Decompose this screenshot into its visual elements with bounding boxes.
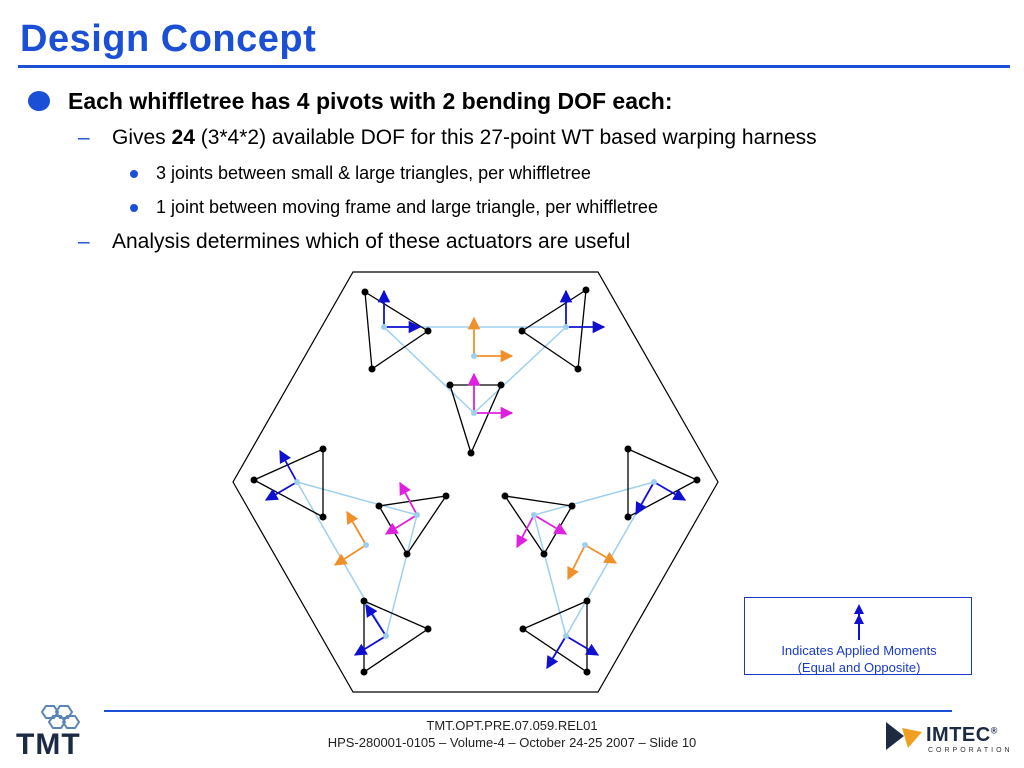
subsub-bullet-frame-text: 1 joint between moving frame and large t… <box>156 197 658 217</box>
legend-line1: Indicates Applied Moments <box>781 643 937 658</box>
small-bullet-icon <box>130 204 138 212</box>
dash-icon: – <box>78 230 90 253</box>
moments-legend: Indicates Applied Moments (Equal and Opp… <box>744 597 972 675</box>
slide-title: Design Concept <box>20 18 317 60</box>
sub-bullet-dof-text: Gives 24 (3*4*2) available DOF for this … <box>112 126 817 150</box>
footer-info: HPS-280001-0105 – Volume-4 – October 24-… <box>327 735 697 750</box>
imtec-wordmark: IMTEC <box>926 724 991 746</box>
footer-doc-id: TMT.OPT.PRE.07.059.REL01 <box>426 718 598 733</box>
legend-line2: (Equal and Opposite) <box>797 660 921 675</box>
hexagon-frame <box>232 271 719 693</box>
whiffletree-bottom-right <box>501 445 701 676</box>
bullet-dot-icon <box>28 91 50 111</box>
whiffletree-top <box>361 286 606 457</box>
footer-rule <box>104 710 952 712</box>
dof-count: 24 <box>171 126 195 149</box>
dash-icon: – <box>78 126 90 149</box>
dof-prefix: Gives <box>112 126 172 149</box>
tmt-logo-text: TMT <box>16 728 81 761</box>
imtec-logo-text: IMTEC® <box>926 724 998 747</box>
whiffletree-bottom-left <box>250 445 450 676</box>
sub-bullet-analysis-text: Analysis determines which of these actua… <box>112 230 631 253</box>
imtec-logo-icon <box>886 722 922 750</box>
legend-text: Indicates Applied Moments (Equal and Opp… <box>745 642 973 676</box>
small-bullet-icon <box>130 170 138 178</box>
arrow-up-icon <box>854 604 864 640</box>
registered-mark: ® <box>990 725 998 736</box>
tmt-hexagon-logo-icon <box>40 705 81 729</box>
imtec-logo-subtext: CORPORATION <box>928 747 1013 754</box>
dof-suffix: (3*4*2) available DOF for this 27-point … <box>194 126 817 149</box>
main-bullet-text: Each whiffletree has 4 pivots with 2 ben… <box>68 88 673 114</box>
title-underline <box>18 65 1010 68</box>
subsub-bullet-joints-text: 3 joints between small & large triangles… <box>156 163 591 183</box>
large-triangles <box>295 326 656 638</box>
